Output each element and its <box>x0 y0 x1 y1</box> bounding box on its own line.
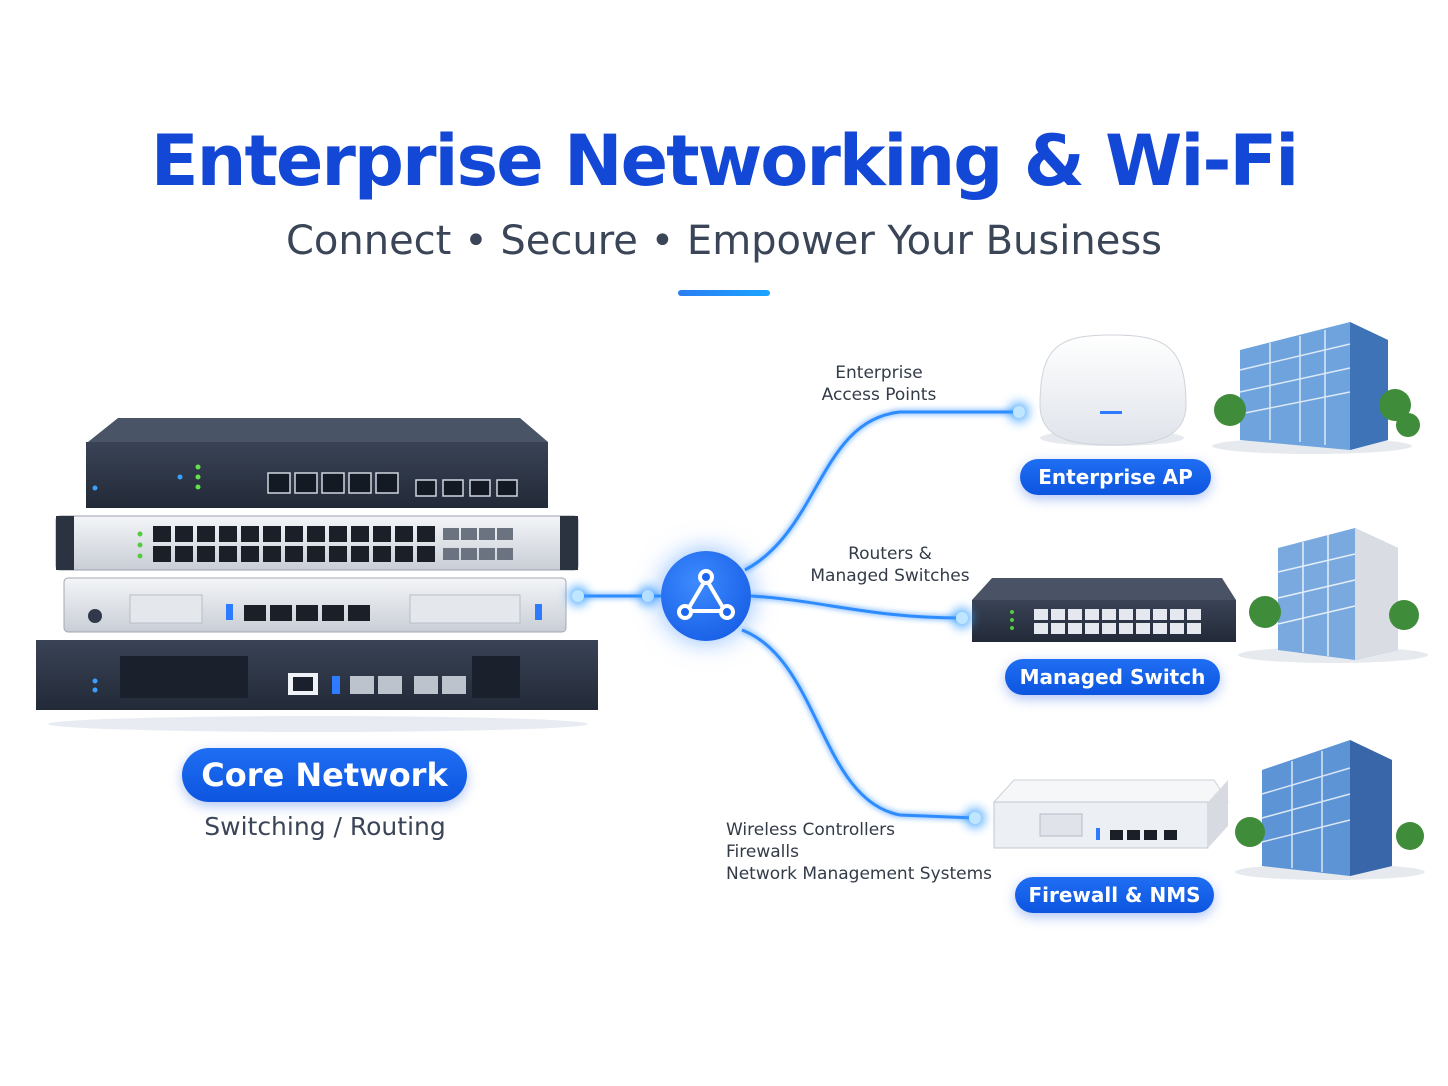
connection-lines <box>578 410 1018 820</box>
managed-switch-badge: Managed Switch <box>1005 659 1220 695</box>
switch-annotation-line: Routers & <box>848 544 932 564</box>
rack-unit-3 <box>63 577 567 633</box>
enterprise-ap-badge: Enterprise AP <box>1020 459 1211 495</box>
link-node-switch <box>956 612 968 624</box>
rack-unit-4 <box>36 640 598 710</box>
switch-annotation: Routers & Managed Switches <box>808 543 972 587</box>
core-network-caption: Switching / Routing <box>204 812 446 841</box>
link-node-ap <box>1013 406 1025 418</box>
link-hub-switch <box>750 594 963 620</box>
network-hub <box>661 551 751 641</box>
ap-annotation-line: Access Points <box>821 385 937 405</box>
link-node-hub <box>642 590 654 602</box>
ap-annotation-line: Enterprise <box>835 363 923 383</box>
rack-unit-1 <box>86 418 548 508</box>
firewall-annotation-line: Network Management Systems <box>726 864 993 884</box>
ap-annotation: Enterprise Access Points <box>812 362 946 406</box>
firewall-annotation: Wireless Controllers Firewalls Network M… <box>726 819 992 885</box>
managed-switch-device <box>972 578 1236 642</box>
enterprise-ap-device <box>1039 334 1187 446</box>
switch-annotation-line: Managed Switches <box>810 566 970 586</box>
title-underline <box>678 290 770 296</box>
building-1 <box>1212 322 1420 454</box>
rack-unit-2 <box>55 515 579 571</box>
building-3 <box>1235 740 1425 880</box>
link-node-core <box>572 590 584 602</box>
network-hub-icon <box>677 569 735 620</box>
building-2 <box>1238 528 1428 663</box>
core-network-badge: Core Network <box>182 748 467 802</box>
firewall-annotation-line: Wireless Controllers <box>726 820 896 840</box>
link-hub-firewall <box>741 628 976 820</box>
page-subtitle: Connect • Secure • Empower Your Business <box>285 218 1163 264</box>
link-hub-ap <box>744 410 1018 572</box>
firewall-annotation-line: Firewalls <box>726 842 799 862</box>
firewall-device <box>992 779 1229 849</box>
page-title: Enterprise Networking & Wi-Fi <box>150 120 1299 202</box>
core-rack-stack <box>36 418 598 732</box>
firewall-nms-badge: Firewall & NMS <box>1015 877 1214 913</box>
link-node-firewall <box>969 812 981 824</box>
